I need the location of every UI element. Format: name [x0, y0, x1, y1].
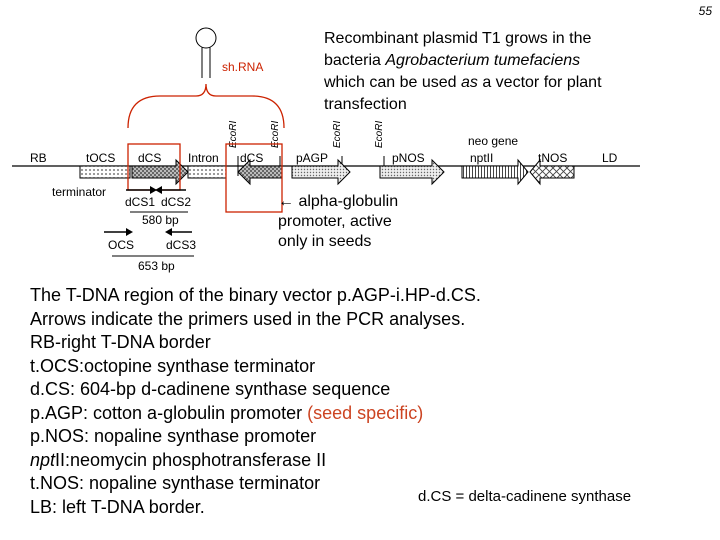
segment-tnos: [529, 158, 575, 186]
promoter-note-line-1: ← alpha-globulin: [278, 192, 448, 212]
promoter-note-line-2: promoter, active: [278, 213, 392, 230]
legend-line-10: LB: left T-DNA border.: [30, 496, 205, 517]
segment-tnos-label: tNOS: [538, 151, 567, 165]
hairpin-brace: [127, 83, 285, 129]
plasmid-description-italic: as: [460, 74, 478, 91]
plasmid-description-line-1: Recombinant plasmid T1 grows in the: [324, 30, 592, 47]
hairpin-icon: [195, 27, 217, 78]
legend-line-6: p.AGP: cotton a-globulin promoter (seed …: [30, 402, 710, 426]
neo-gene-label: neo gene: [468, 134, 519, 148]
legend-text-span: II:neomycin phosphotransferase II: [55, 449, 327, 470]
primer-dcs2-arrow: [155, 186, 186, 194]
promoter-note-text: alpha-globulin: [298, 193, 399, 210]
product-580-label: 580 bp: [142, 213, 179, 227]
ecori-site-1-label: EcoRI: [228, 121, 239, 148]
segment-dcs-label: dCS: [240, 151, 263, 165]
legend-line-1: The T-DNA region of the binary vector p.…: [30, 285, 481, 305]
primer-ocs-label: OCS: [108, 238, 134, 252]
plasmid-description-text: bacteria: [324, 52, 386, 69]
segment-pagp: [291, 158, 351, 186]
border-rb-label: RB: [30, 151, 47, 165]
segment-nptii-label: nptII: [470, 151, 493, 165]
ecori-site-4-label: EcoRI: [374, 121, 385, 148]
primer-dcs1-arrow: [126, 186, 157, 194]
legend-line-4: t.OCS:octopine synthase terminator: [30, 355, 316, 376]
ecori-site-2-label: EcoRI: [270, 121, 281, 148]
legend-line-7: p.NOS: nopaline synthase promoter: [30, 426, 317, 446]
nptii-italic: npt: [30, 449, 56, 470]
page-number: 55: [698, 4, 712, 18]
legend-line-5: d.CS: 604-bp d-cadinene synthase sequenc…: [30, 379, 391, 399]
border-ld-label: LD: [602, 151, 618, 165]
segment-dcs-forward: [131, 158, 189, 186]
legend-text-span: p.AGP: cotton a-globulin promoter: [30, 402, 308, 423]
plasmid-description-text: a vector for plant: [477, 74, 602, 91]
shrna-label: sh.RNA: [222, 60, 264, 74]
dcs-reverse-highlight: [225, 143, 283, 213]
bacteria-name: Agrobacterium tumefaciens: [385, 52, 581, 69]
plasmid-description: Recombinant plasmid T1 grows in the bact…: [324, 28, 654, 116]
legend-text: The T-DNA region of the binary vector p.…: [30, 284, 710, 519]
legend-line-9: t.NOS: nopaline synthase terminator: [30, 473, 321, 493]
dcs-abbreviation-note: d.CS = delta-cadinene synthase: [418, 488, 632, 505]
terminator-label: terminator: [52, 185, 107, 199]
product-653-label: 653 bp: [138, 259, 175, 273]
segment-pnos-label: pNOS: [392, 151, 425, 165]
segment-pnos: [379, 158, 445, 186]
primer-dcs1-label: dCS1: [125, 195, 155, 209]
segment-tocs-label: tOCS: [86, 151, 115, 165]
plasmid-description-line-3: which can be used as a vector for plant: [324, 72, 654, 94]
plasmid-description-line-2: bacteria Agrobacterium tumefaciens: [324, 50, 654, 72]
primer-dcs2-label: dCS2: [161, 195, 191, 209]
legend-line-2: Arrows indicate the primers used in the …: [30, 308, 466, 329]
plasmid-description-text: which can be used: [324, 74, 461, 91]
segment-dcs-label: dCS: [138, 151, 161, 165]
left-arrow-icon: ←: [278, 193, 294, 210]
promoter-note-line-3: only in seeds: [278, 233, 372, 250]
promoter-note: ← alpha-globulin promoter, active only i…: [278, 192, 448, 252]
primer-dcs3-arrow: [165, 228, 192, 236]
legend-line-8: nptII:neomycin phosphotransferase II: [30, 449, 710, 473]
plasmid-description-line-4: transfection: [324, 96, 407, 113]
segment-intron-label: Intron: [188, 151, 219, 165]
construct-diagram: EcoRI EcoRI EcoRI EcoRI RB tOCS dCS Intr…: [12, 27, 640, 273]
segment-tocs: [79, 165, 131, 179]
primer-dcs3-label: dCS3: [166, 238, 196, 252]
seed-specific-highlight: (seed specific): [307, 402, 424, 423]
ecori-site-3-label: EcoRI: [332, 121, 343, 148]
segment-pagp-label: pAGP: [296, 151, 328, 165]
primer-ocs-arrow: [104, 228, 133, 236]
segment-nptii: [461, 158, 529, 186]
legend-line-3: RB-right T-DNA border: [30, 332, 211, 352]
segment-intron: [187, 165, 227, 179]
